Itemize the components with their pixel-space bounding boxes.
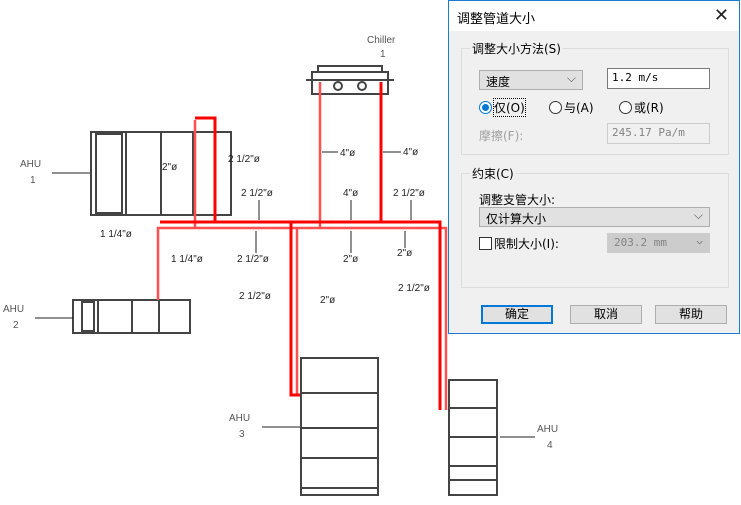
pipe-size-label: 2"ø bbox=[343, 254, 358, 265]
pipe-size-label: 2"ø bbox=[320, 295, 335, 306]
pipe-size-label: 1 1/4"ø bbox=[171, 254, 203, 265]
pipe-size-label: 2 1/2"ø bbox=[228, 154, 260, 165]
constraints-legend: 约束(C) bbox=[470, 165, 516, 182]
constraints-group: 约束(C) 调整支管大小: 仅计算大小 ⌵ 限制大小(I): 203.2 mm ⌵ bbox=[461, 165, 729, 288]
chiller-number: 1 bbox=[380, 49, 386, 60]
ahu1-number: 1 bbox=[30, 175, 36, 186]
ahu3-number: 3 bbox=[239, 429, 245, 440]
limit-size-label: 限制大小(I): bbox=[494, 237, 559, 251]
chiller-label: Chiller bbox=[367, 35, 396, 46]
radio-and-label: 与(A) bbox=[564, 101, 594, 115]
chiller-1[interactable] bbox=[306, 65, 394, 95]
friction-label: 摩擦(F): bbox=[479, 129, 524, 143]
method-select-value: 速度 bbox=[486, 75, 511, 89]
pipe-size-label: 2"ø bbox=[397, 248, 412, 259]
limit-size-select[interactable]: 203.2 mm ⌵ bbox=[607, 233, 710, 253]
sizing-method-group: 调整大小方法(S) 速度 ⌵ 1.2 m/s 仅(O) 与(A) 或(R) 摩擦(… bbox=[461, 40, 729, 155]
ahu-3[interactable] bbox=[300, 357, 379, 496]
velocity-input[interactable]: 1.2 m/s bbox=[607, 68, 710, 89]
limit-size-checkbox[interactable]: 限制大小(I): bbox=[479, 235, 559, 252]
pipe-size-label: 1 1/4"ø bbox=[100, 229, 132, 240]
ahu3-label: AHU bbox=[229, 413, 250, 424]
pipe-size-label: 2 1/2"ø bbox=[239, 291, 271, 302]
pipe-size-label: 4"ø bbox=[343, 188, 358, 199]
ahu2-number: 2 bbox=[13, 320, 19, 331]
return-pipes[interactable] bbox=[156, 82, 448, 410]
limit-size-value: 203.2 mm bbox=[614, 236, 667, 249]
branch-sizing-label: 调整支管大小: bbox=[479, 193, 556, 207]
branch-sizing-value: 仅计算大小 bbox=[486, 212, 547, 226]
radio-or[interactable]: 或(R) bbox=[619, 99, 664, 116]
chevron-down-icon: ⌵ bbox=[693, 208, 703, 222]
radio-checked-icon bbox=[479, 101, 492, 114]
chevron-down-icon: ⌵ bbox=[696, 234, 703, 247]
dialog-titlebar[interactable]: 调整管道大小 ✕ bbox=[449, 1, 739, 31]
friction-input[interactable]: 245.17 Pa/m bbox=[607, 123, 710, 144]
ahu-4[interactable] bbox=[448, 379, 498, 496]
ok-button[interactable]: 确定 bbox=[481, 305, 553, 324]
ahu2-label: AHU bbox=[3, 304, 24, 315]
cancel-button[interactable]: 取消 bbox=[570, 305, 642, 324]
chevron-down-icon: ⌵ bbox=[566, 71, 576, 85]
resize-pipes-dialog: 调整管道大小 ✕ 调整大小方法(S) 速度 ⌵ 1.2 m/s 仅(O) 与(A)… bbox=[448, 0, 740, 334]
pipe-size-label: 2"ø bbox=[162, 162, 177, 173]
ahu-1[interactable] bbox=[90, 131, 232, 216]
pipe-size-labels: 4"ø 4"ø 2"ø 2 1/2"ø 2 1/2"ø 4"ø 2 1/2"ø … bbox=[100, 147, 430, 306]
sizing-method-legend: 调整大小方法(S) bbox=[470, 40, 563, 57]
radio-icon bbox=[619, 101, 632, 114]
radio-and[interactable]: 与(A) bbox=[549, 99, 594, 116]
supply-pipes[interactable] bbox=[160, 82, 442, 410]
pipe-size-label: 4"ø bbox=[403, 147, 418, 158]
branch-sizing-select[interactable]: 仅计算大小 ⌵ bbox=[479, 207, 710, 227]
help-button[interactable]: 帮助 bbox=[655, 305, 727, 324]
ahu1-label: AHU bbox=[20, 159, 41, 170]
pipe-size-label: 2 1/2"ø bbox=[393, 188, 425, 199]
radio-only[interactable]: 仅(O) bbox=[479, 98, 526, 117]
pipe-size-label: 2 1/2"ø bbox=[398, 283, 430, 294]
ahu4-label: AHU bbox=[537, 424, 558, 435]
radio-icon bbox=[549, 101, 562, 114]
checkbox-icon bbox=[479, 237, 492, 250]
radio-only-label: 仅(O) bbox=[493, 98, 526, 117]
ahu4-number: 4 bbox=[547, 440, 553, 451]
pipe-size-label: 2 1/2"ø bbox=[241, 188, 273, 199]
method-select[interactable]: 速度 ⌵ bbox=[479, 70, 583, 90]
dialog-title: 调整管道大小 bbox=[457, 12, 536, 27]
ahu-2[interactable] bbox=[72, 299, 191, 334]
pipe-size-label: 4"ø bbox=[340, 148, 355, 159]
radio-or-label: 或(R) bbox=[634, 101, 664, 115]
pipe-size-label: 2 1/2"ø bbox=[237, 254, 269, 265]
close-icon[interactable]: ✕ bbox=[713, 5, 729, 26]
